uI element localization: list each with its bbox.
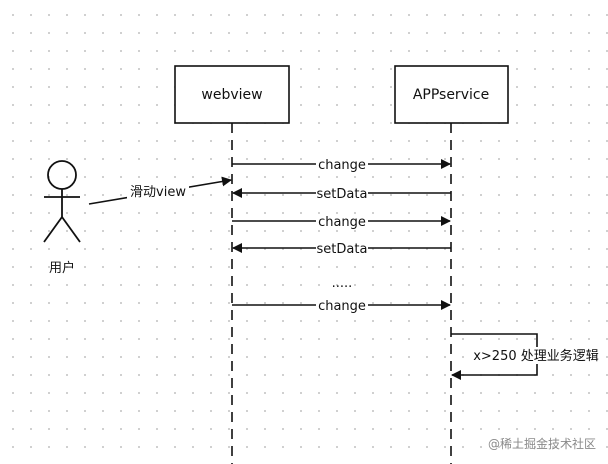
message-label: setData — [317, 187, 368, 202]
swipe-arrow-label: 滑动view — [130, 185, 186, 200]
message-label: change — [318, 158, 366, 173]
webview-box[interactable] — [174, 65, 290, 124]
appservice-label: APPservice — [413, 87, 489, 103]
message-ellipsis: ..... — [332, 276, 353, 291]
appservice-box[interactable] — [394, 65, 509, 124]
message-label: change — [318, 299, 366, 314]
webview-label: webview — [201, 87, 262, 103]
user-actor-icon — [43, 160, 81, 243]
self-message-label: x>250 处理业务逻辑 — [473, 348, 599, 364]
watermark-text: @稀土掘金技术社区 — [488, 436, 596, 451]
user-actor-label: 用户 — [49, 260, 75, 276]
message-label: setData — [317, 242, 368, 257]
message-label: change — [318, 215, 366, 230]
